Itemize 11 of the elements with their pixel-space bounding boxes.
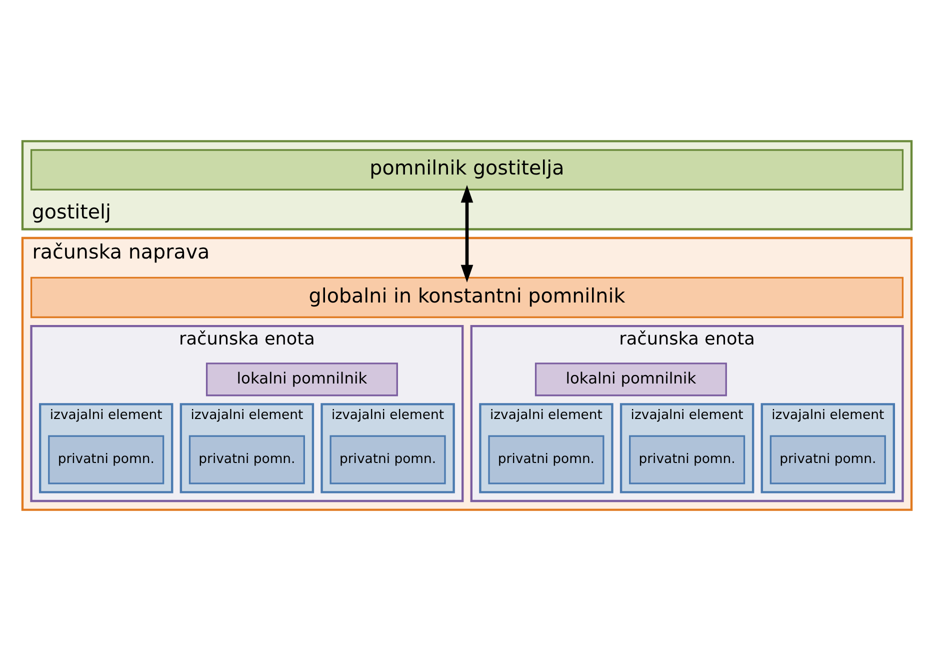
arrow: [460, 184, 473, 282]
node-box: privatni pomn.: [329, 434, 446, 484]
node-box: privatni pomn.: [769, 434, 886, 484]
node-box: privatni pomn.: [488, 434, 604, 484]
node-box: privatni pomn.: [48, 434, 164, 484]
node-box: lokalni pomnilnik: [534, 362, 726, 396]
node-box: privatni pomn.: [628, 434, 745, 484]
node-box: privatni pomn.: [188, 434, 304, 484]
node-box: lokalni pomnilnik: [205, 362, 398, 396]
node-box: globalni in konstantni pomnilnik: [30, 276, 904, 318]
node-box: pomnilnik gostitelja: [30, 148, 904, 190]
